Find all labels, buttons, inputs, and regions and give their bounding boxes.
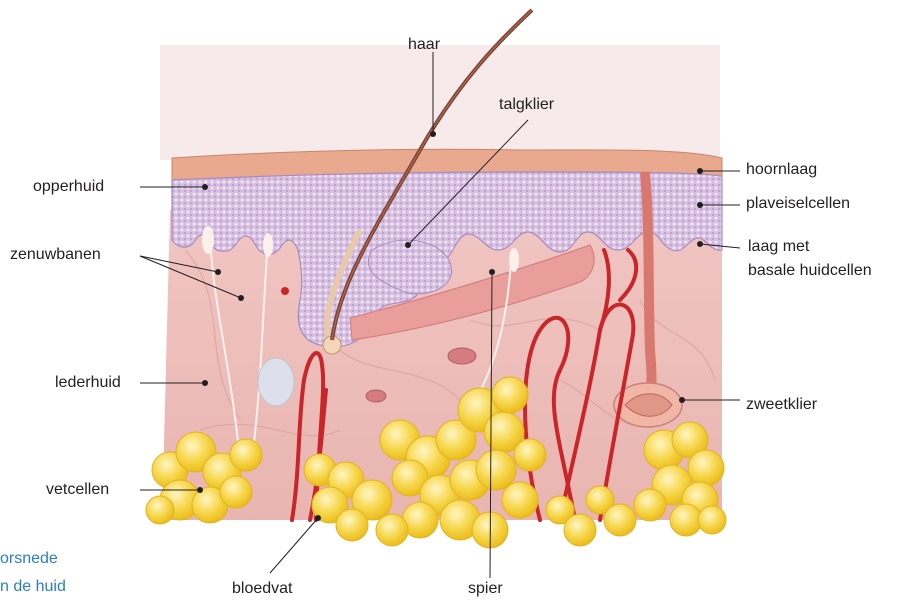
label-laag-met-line1: laag met xyxy=(748,238,809,256)
label-zweetklier: zweetklier xyxy=(746,396,817,414)
nerve-ending xyxy=(263,233,273,257)
label-spier: spier xyxy=(468,580,503,598)
label-plaveiselcellen: plaveiselcellen xyxy=(746,195,850,213)
nerve-ending xyxy=(509,248,519,272)
gland-duct-section xyxy=(366,390,386,402)
label-haar: haar xyxy=(408,36,440,54)
caption-line1: orsnede xyxy=(0,550,58,568)
skin-back-face xyxy=(160,45,720,160)
label-talgklier: talgklier xyxy=(499,96,554,114)
gland-duct-section xyxy=(448,348,476,364)
label-zenuwbanen: zenuwbanen xyxy=(10,246,101,264)
label-laag-met-line2: basale huidcellen xyxy=(748,262,872,280)
label-lederhuid: lederhuid xyxy=(55,374,121,392)
label-vetcellen: vetcellen xyxy=(46,481,109,499)
label-bloedvat: bloedvat xyxy=(232,580,293,598)
caption-line2: n de huid xyxy=(0,578,66,596)
small-vessel-dot xyxy=(281,287,289,295)
label-hoornlaag: hoornlaag xyxy=(746,161,817,179)
pacinian-corpuscle xyxy=(258,358,294,406)
sweat-gland-duct xyxy=(645,172,652,395)
nerve-ending xyxy=(202,226,214,254)
label-opperhuid: opperhuid xyxy=(33,178,104,196)
